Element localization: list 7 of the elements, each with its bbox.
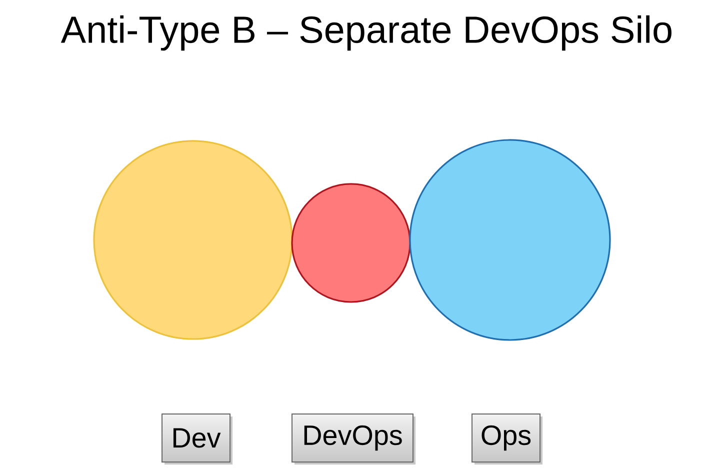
circle — [93, 140, 293, 340]
label-button: Dev — [162, 413, 232, 464]
label-button: Ops — [472, 413, 542, 464]
circle — [291, 183, 411, 303]
title: Anti-Type B – Separate DevOps Silo — [60, 15, 672, 51]
label-button: DevOps — [292, 413, 416, 464]
circle — [409, 139, 611, 341]
